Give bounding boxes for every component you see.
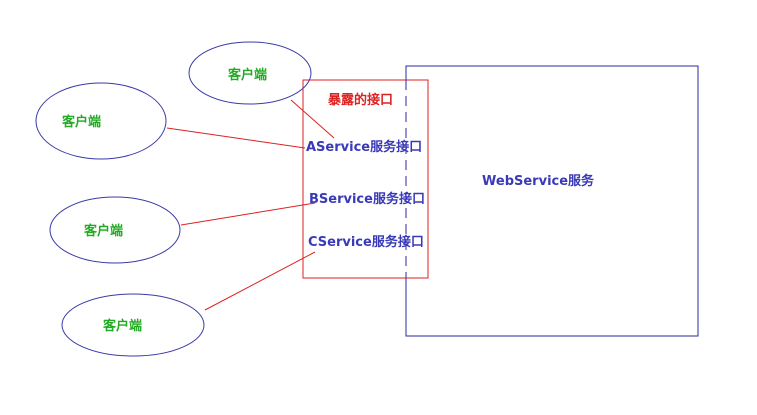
client-label-left: 客户端: [62, 114, 101, 130]
connector-client-top-to-a: [290, 99, 335, 139]
webservice-box: [405, 65, 699, 337]
client-label-top: 客户端: [228, 67, 267, 83]
client-label-middle: 客户端: [84, 223, 123, 239]
connector-client-bottom-to-c: [204, 251, 316, 311]
client-ellipse-top: [188, 41, 312, 105]
connector-client-left-to-a: [166, 127, 306, 149]
interface-b-label: BService服务接口: [309, 191, 425, 207]
interface-c-label: CService服务接口: [308, 234, 424, 250]
client-ellipse-left: [35, 82, 167, 160]
exposed-interface-label: 暴露的接口: [327, 92, 393, 108]
interface-a-label: AService服务接口: [306, 139, 422, 155]
client-ellipse-bottom: [61, 293, 205, 357]
client-label-bottom: 客户端: [103, 318, 142, 334]
connector-client-mid-to-b: [180, 202, 316, 226]
exposed-interface-box: [302, 79, 429, 279]
webservice-label: WebService服务: [482, 173, 595, 189]
client-ellipse-middle: [49, 196, 181, 264]
